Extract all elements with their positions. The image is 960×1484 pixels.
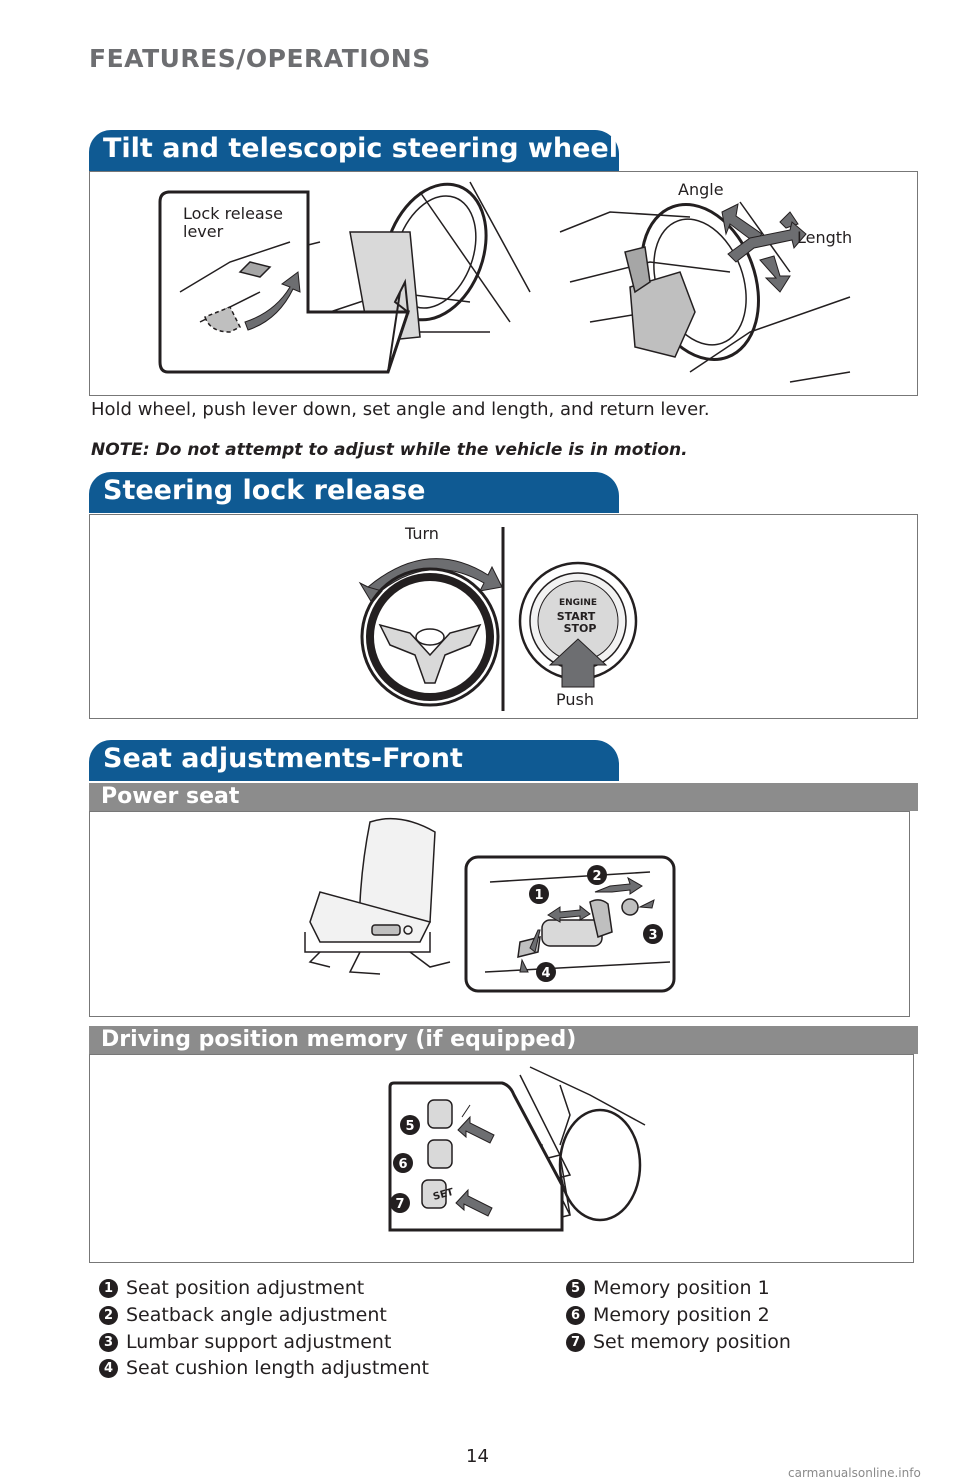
tilt-illustration-box (89, 171, 918, 396)
turn-label: Turn (405, 524, 439, 543)
legend-text-6: Memory position 2 (593, 1304, 770, 1326)
page-section-title: FEATURES/OPERATIONS (89, 44, 431, 73)
legend-item-2: 2 Seatback angle adjustment (99, 1303, 387, 1327)
length-label: Length (797, 228, 853, 247)
legend-item-6: 6 Memory position 2 (566, 1303, 770, 1327)
angle-label: Angle (678, 180, 724, 199)
tilt-section-title: Tilt and telescopic steering wheel (103, 133, 618, 164)
steering-lock-section-title: Steering lock release (103, 475, 426, 506)
memory-badge-5: 5 (405, 1119, 414, 1134)
power-seat-badge-4: 4 (541, 966, 550, 981)
legend-badge-4: 4 (99, 1358, 118, 1378)
legend-badge-7: 7 (566, 1332, 585, 1352)
engine-button-line1: ENGINE (559, 598, 597, 608)
seat-section-title: Seat adjustments-Front (103, 743, 463, 774)
power-seat-illustration-box: 1 2 3 4 (89, 811, 910, 1017)
lock-release-label: Lock release lever (183, 205, 283, 241)
legend-text-4: Seat cushion length adjustment (126, 1357, 429, 1379)
push-label: Push (556, 690, 594, 709)
tilt-instruction-text: Hold wheel, push lever down, set angle a… (91, 399, 710, 420)
memory-illustration-box: SET 5 6 7 (89, 1054, 914, 1263)
engine-button-line3: STOP (564, 622, 597, 635)
memory-illustration: SET 5 6 7 (388, 1066, 646, 1232)
memory-badge-6: 6 (398, 1157, 407, 1172)
seat-section-tab: Seat adjustments-Front (89, 740, 619, 781)
tilt-section-tab: Tilt and telescopic steering wheel (89, 130, 619, 171)
legend-text-2: Seatback angle adjustment (126, 1304, 387, 1326)
legend-item-1: 1 Seat position adjustment (99, 1276, 364, 1300)
watermark-text: carmanualsonline.info (788, 1466, 921, 1480)
steering-lock-illustration-box: ENGINE START STOP (89, 514, 918, 719)
power-seat-badge-3: 3 (648, 928, 657, 943)
power-seat-bar: Power seat (89, 783, 918, 811)
legend-badge-1: 1 (99, 1278, 118, 1298)
memory-bar: Driving position memory (if equipped) (89, 1026, 918, 1054)
lock-release-label-line2: lever (183, 222, 224, 241)
legend-text-5: Memory position 1 (593, 1277, 770, 1299)
legend-badge-6: 6 (566, 1305, 585, 1325)
power-seat-badge-1: 1 (534, 888, 543, 903)
tilt-note-text: NOTE: Do not attempt to adjust while the… (91, 440, 688, 460)
power-seat-badge-2: 2 (592, 869, 601, 884)
legend-badge-5: 5 (566, 1278, 585, 1298)
legend-text-7: Set memory position (593, 1331, 791, 1353)
legend-item-4: 4 Seat cushion length adjustment (99, 1356, 429, 1380)
engine-button-line2: START (557, 610, 596, 623)
legend-badge-2: 2 (99, 1305, 118, 1325)
legend-item-5: 5 Memory position 1 (566, 1276, 770, 1300)
page-number: 14 (466, 1446, 489, 1467)
steering-lock-illustration: ENGINE START STOP (358, 527, 638, 711)
steering-lock-section-tab: Steering lock release (89, 472, 619, 513)
memory-badge-7: 7 (395, 1197, 404, 1212)
legend-item-7: 7 Set memory position (566, 1330, 791, 1354)
tilt-steering-illustration (158, 181, 851, 383)
legend-badge-3: 3 (99, 1332, 118, 1352)
lock-release-label-line1: Lock release (183, 204, 283, 223)
legend-text-1: Seat position adjustment (126, 1277, 365, 1299)
memory-title: Driving position memory (if equipped) (101, 1027, 577, 1052)
power-seat-illustration: 1 2 3 4 (304, 817, 676, 993)
legend-text-3: Lumbar support adjustment (126, 1331, 392, 1353)
legend-item-3: 3 Lumbar support adjustment (99, 1330, 391, 1354)
power-seat-title: Power seat (101, 784, 240, 809)
memory-set-button-text: SET (432, 1187, 455, 1203)
